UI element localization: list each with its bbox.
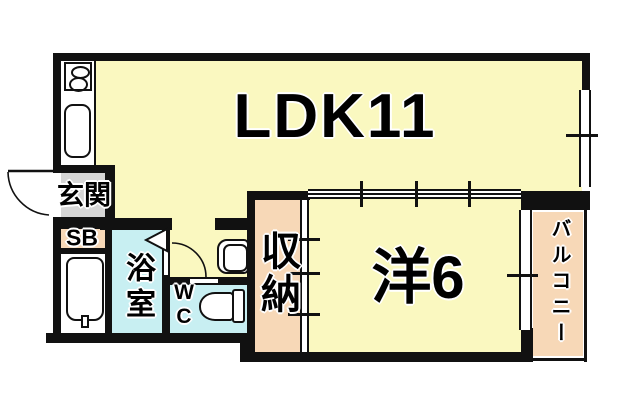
- washbasin-icon: [217, 239, 249, 274]
- window-right-tick: [566, 134, 598, 137]
- wall-tub-bath-divider: [105, 229, 112, 333]
- kitchen-counter-divider: [94, 61, 96, 166]
- wall-storage-top: [247, 191, 310, 200]
- window-balcony-tick: [507, 274, 538, 277]
- room-shoebox: [61, 229, 105, 248]
- storage-tick-3: [288, 313, 320, 316]
- wall-shoebox-bottom: [53, 248, 112, 254]
- label-storage: 収納: [255, 230, 299, 316]
- sliding-door-mid-line: [308, 193, 521, 195]
- balcony-rail-right: [584, 208, 587, 362]
- sliding-tick-2: [415, 181, 418, 207]
- sliding-tick-3: [468, 181, 471, 207]
- storage-tick-1: [288, 238, 320, 241]
- wall-top: [53, 53, 590, 61]
- hallway-door-arc: [171, 242, 207, 278]
- washbasin-bowl: [223, 244, 248, 272]
- wall-kitchen-bottom: [53, 165, 115, 173]
- wc-door: [190, 277, 218, 285]
- window-right: [579, 90, 591, 187]
- label-balcony: バルコニー: [548, 218, 570, 348]
- wall-bath-block-bottom: [46, 333, 253, 343]
- wall-entrance-bottom: [53, 217, 115, 229]
- wall-ldk-bottom-right: [521, 191, 590, 210]
- toilet-tank-icon: [232, 289, 245, 323]
- label-bathroom: 浴室: [121, 252, 154, 324]
- room-ldk: [61, 61, 582, 191]
- room-western: [308, 198, 521, 352]
- label-western: 洋6: [371, 244, 465, 311]
- wall-right-upper: [582, 53, 590, 91]
- room-entrance: [61, 173, 112, 217]
- wall-western-bottom: [247, 352, 523, 362]
- storage-tick-2: [288, 272, 320, 275]
- wall-window-stub: [521, 328, 533, 362]
- window-balcony: [519, 210, 532, 330]
- sliding-door-storage: [300, 200, 309, 352]
- label-ldk: LDK11: [233, 82, 437, 151]
- sink-icon: [64, 104, 91, 158]
- bathroom-door: [162, 231, 170, 275]
- room-storage: [255, 200, 302, 352]
- bathtub-icon: [66, 257, 104, 321]
- wall-bathroom-top: [100, 218, 172, 230]
- stove-burner-2: [69, 77, 88, 92]
- room-balcony: [533, 212, 583, 356]
- sliding-door-ldk-western: [308, 189, 521, 199]
- wall-hall-top: [215, 218, 255, 230]
- label-wc: WC: [172, 281, 196, 329]
- bathtub-drain: [81, 315, 89, 328]
- stove-icon: [64, 62, 92, 92]
- label-shoebox: SB: [66, 224, 98, 251]
- balcony-rail-bottom: [527, 358, 587, 361]
- wall-entrance-right: [105, 165, 115, 230]
- wall-left-lower: [53, 217, 61, 343]
- label-entrance: 玄関: [57, 180, 111, 211]
- bathroom-door-triangle: [143, 227, 168, 253]
- toilet-bowl-icon: [199, 292, 235, 321]
- sliding-tick-1: [360, 181, 363, 207]
- wall-left-upper: [53, 53, 61, 172]
- wall-storage-left: [247, 191, 255, 362]
- entrance-door-arc: [7, 171, 50, 216]
- room-bathroom: [112, 230, 162, 333]
